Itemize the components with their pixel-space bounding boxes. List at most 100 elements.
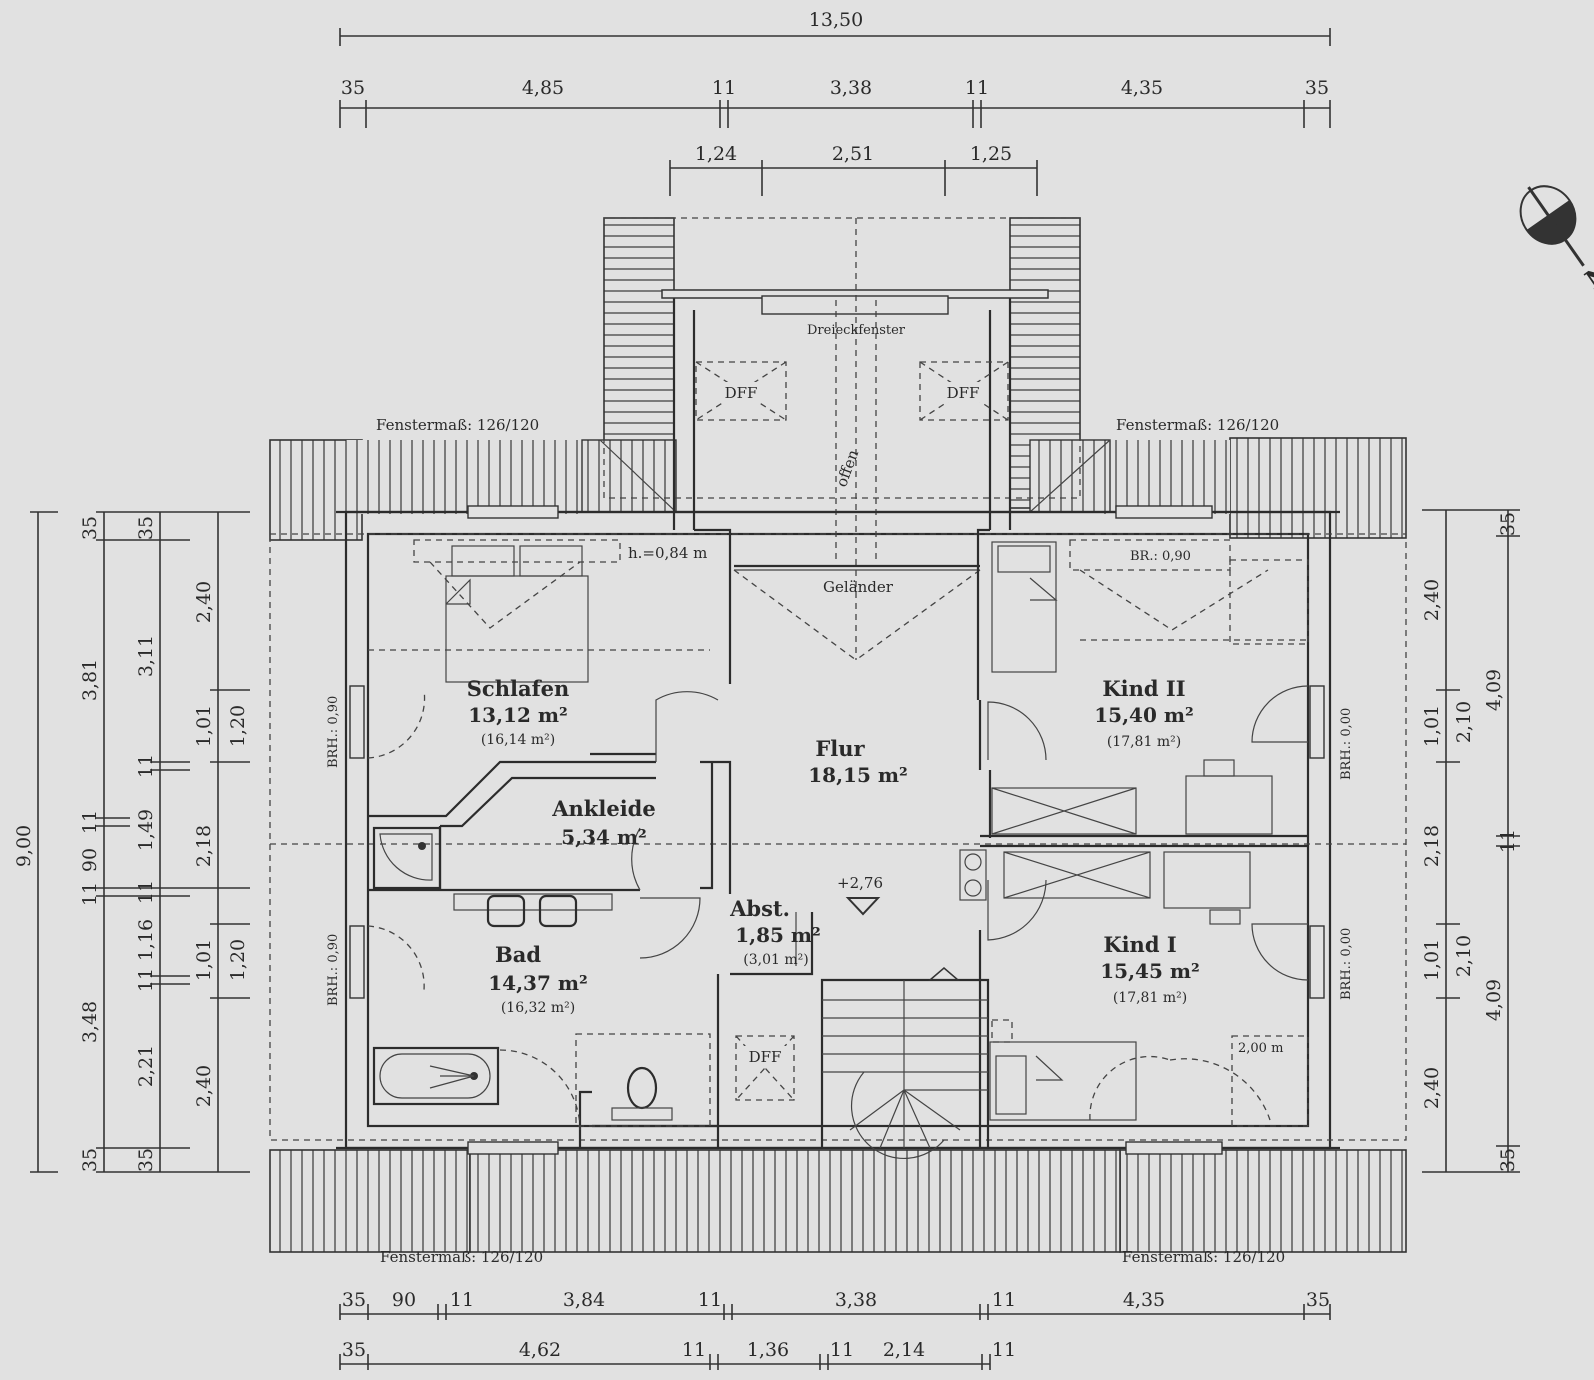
dim-label: 2,40: [193, 581, 215, 623]
bottom-dimension-labels: 35 90 11 3,84 11 3,38 11 4,35 35 35 4,62…: [342, 1289, 1330, 1361]
dim-label: 35: [342, 1289, 366, 1311]
room-name: Kind II: [1102, 676, 1185, 701]
dim-label: 11: [698, 1289, 722, 1311]
room-name: Kind I: [1103, 932, 1176, 957]
fenstermass-label: Fenstermaß: 126/120: [380, 1248, 543, 1266]
room-abst: Abst. 1,85 m² (3,01 m²): [729, 896, 821, 968]
dim-label: 1,16: [135, 919, 157, 961]
dim-label: 1,36: [747, 1339, 789, 1361]
dim-label: 11: [965, 77, 989, 99]
dim-label: 2,40: [1421, 579, 1443, 621]
dim-label: 3,38: [830, 77, 872, 99]
dim-label: 35: [79, 1148, 101, 1172]
offen-label: offen: [832, 447, 862, 489]
dim-label: 1,25: [970, 143, 1012, 165]
brh-label: BRH.: 0,90: [326, 696, 341, 768]
room-ankleide: Ankleide 5,34 m²: [551, 796, 655, 849]
dim-label: 1,20: [227, 705, 249, 747]
dim-label: 2,21: [135, 1045, 157, 1087]
dim-label: 2,14: [883, 1339, 925, 1361]
dim-label: 1,01: [1421, 705, 1443, 747]
dim-label: 35: [341, 77, 365, 99]
dim-label: 2,18: [1421, 825, 1443, 867]
brh-label: BRH.: 0,00: [1339, 928, 1354, 1000]
dim-label: 1,20: [227, 939, 249, 981]
dim-label: 1,01: [193, 939, 215, 981]
doors: [367, 685, 1309, 991]
brustung-label: BR.: 0,90: [1130, 549, 1191, 564]
dim-label: 35: [1497, 1148, 1519, 1172]
dim-label: 4,35: [1123, 1289, 1165, 1311]
dim-label: 2,10: [1453, 935, 1475, 977]
dim-label: 11: [1497, 829, 1519, 853]
dim-label: 35: [1305, 77, 1329, 99]
furniture: h.=0,84 m DFF: [368, 539, 1309, 1160]
dim-label: 3,38: [835, 1289, 877, 1311]
dim-label: 35: [79, 516, 101, 540]
dim-label: 3,11: [135, 635, 157, 677]
dim-label: 35: [342, 1339, 366, 1361]
room-area: 14,37 m²: [488, 971, 588, 995]
room-kind1: Kind I 15,45 m² (17,81 m²): [1100, 932, 1200, 1006]
interior-walls: [368, 528, 1308, 1148]
dim-label: 11: [135, 754, 157, 778]
dim-label: 11: [79, 810, 101, 834]
window-notes: Fenstermaß: 126/120 Fenstermaß: 126/120 …: [326, 416, 1354, 1266]
room-name: Bad: [495, 942, 541, 967]
room-name: Flur: [815, 736, 865, 761]
height-label: 2,00 m: [1238, 1041, 1283, 1056]
top-dimension-labels: 13,50 35 4,85 11 3,38 11 4,35 35 1,24 2,…: [341, 9, 1329, 165]
dim-label: 11: [79, 882, 101, 906]
dim-label: 11: [450, 1289, 474, 1311]
dim-overall-width: 13,50: [809, 9, 863, 31]
dim-label: 35: [135, 1148, 157, 1172]
dim-label: 3,84: [563, 1289, 605, 1311]
left-dimension-lines: [30, 511, 250, 1173]
dim-label: 2,10: [1453, 701, 1475, 743]
room-flur: Flur 18,15 m² +2,76: [808, 736, 908, 892]
room-area: 5,34 m²: [561, 825, 647, 849]
room-gross-area: (17,81 m²): [1113, 990, 1187, 1006]
top-dimension-lines: [339, 28, 1331, 196]
room-name: Abst.: [729, 896, 790, 921]
dim-overall-depth: 9,00: [13, 825, 35, 867]
brh-label: BRH.: 0,90: [326, 934, 341, 1006]
dim-label: 2,40: [1421, 1067, 1443, 1109]
dff-label: DFF: [749, 1048, 782, 1066]
room-gross-area: (16,14 m²): [481, 732, 555, 748]
room-kind2: Kind II 15,40 m² (17,81 m²): [1094, 676, 1194, 750]
dim-label: 90: [392, 1289, 416, 1311]
dim-label: 1,49: [135, 809, 157, 851]
roof-overhangs: [269, 217, 1407, 1253]
dim-label: 2,18: [193, 825, 215, 867]
dim-label: 11: [992, 1339, 1016, 1361]
height-label: h.=0,84 m: [628, 544, 707, 562]
fenstermass-label: Fenstermaß: 126/120: [376, 416, 539, 434]
room-bad: Bad 14,37 m² (16,32 m²): [488, 942, 588, 1016]
bottom-dimension-lines: [339, 1304, 1331, 1370]
left-dimension-labels: 9,00 35 3,81 11 90 11 3,48 35 35 3,11 11…: [13, 516, 249, 1172]
room-area: 1,85 m²: [735, 923, 821, 947]
dim-label: 35: [1306, 1289, 1330, 1311]
fenstermass-label: Fenstermaß: 126/120: [1116, 416, 1279, 434]
room-gross-area: (17,81 m²): [1107, 734, 1181, 750]
dim-label: 4,09: [1483, 669, 1505, 711]
dff-label: DFF: [947, 384, 980, 402]
dim-label: 11: [830, 1339, 854, 1361]
dim-label: 11: [992, 1289, 1016, 1311]
room-labels: Schlafen 13,12 m² (16,14 m²) Ankleide 5,…: [467, 676, 1200, 1016]
dim-label: 11: [135, 880, 157, 904]
north-arrow: N: [1519, 185, 1594, 296]
dim-label: 3,81: [79, 659, 101, 701]
level-label: +2,76: [837, 874, 883, 892]
room-name: Schlafen: [467, 676, 569, 701]
dim-label: 1,01: [193, 705, 215, 747]
dim-label: 1,01: [1421, 939, 1443, 981]
dormer: Dreieckfenster DFF DFF offen Geländer: [603, 217, 1081, 661]
dim-label: 3,48: [79, 1001, 101, 1043]
dim-label: 2,40: [193, 1065, 215, 1107]
dim-label: 11: [135, 968, 157, 992]
dim-label: 4,62: [519, 1339, 561, 1361]
dim-label: 4,35: [1121, 77, 1163, 99]
